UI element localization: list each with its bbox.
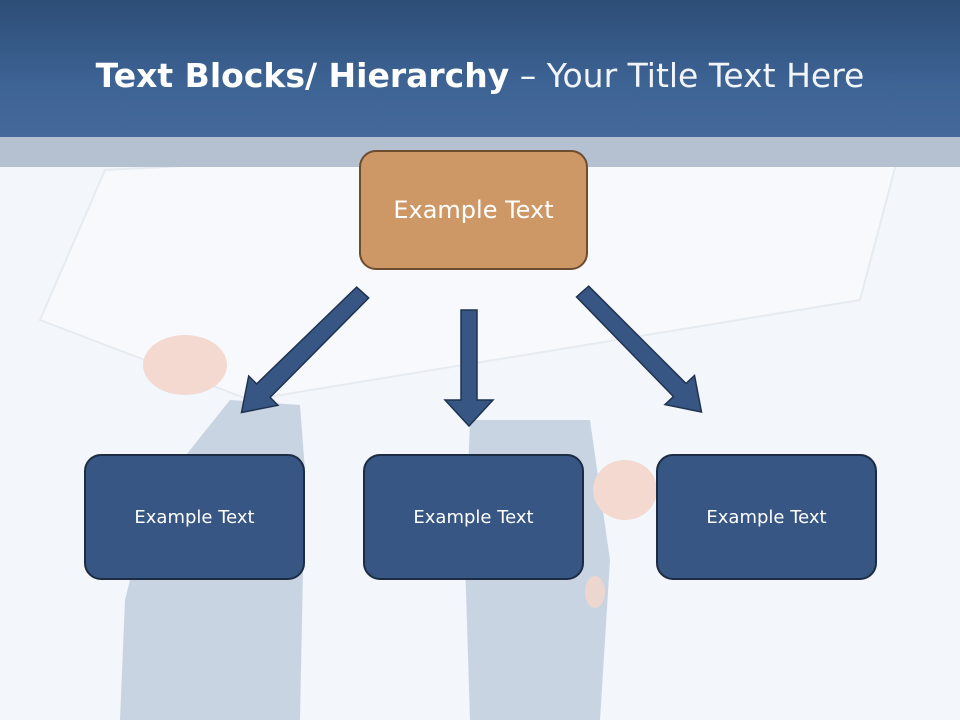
slide-title: Text Blocks/ Hierarchy – Your Title Text… <box>0 52 960 100</box>
arrow-center <box>443 309 495 428</box>
arrow-right <box>575 285 703 413</box>
top-text-label: Example Text <box>393 196 554 224</box>
title-subtitle: Your Title Text Here <box>546 56 865 95</box>
top-text-block: Example Text <box>359 150 588 270</box>
title-bold: Text Blocks/ Hierarchy <box>95 56 510 95</box>
title-dash: – <box>509 56 547 95</box>
arrow-left <box>240 286 370 414</box>
child-text-label: Example Text <box>134 506 255 528</box>
title-bar <box>0 0 960 137</box>
child-text-label: Example Text <box>706 506 827 528</box>
child-text-block-center: Example Text <box>363 454 584 580</box>
child-text-block-left: Example Text <box>84 454 305 580</box>
child-text-label: Example Text <box>413 506 534 528</box>
child-text-block-right: Example Text <box>656 454 877 580</box>
